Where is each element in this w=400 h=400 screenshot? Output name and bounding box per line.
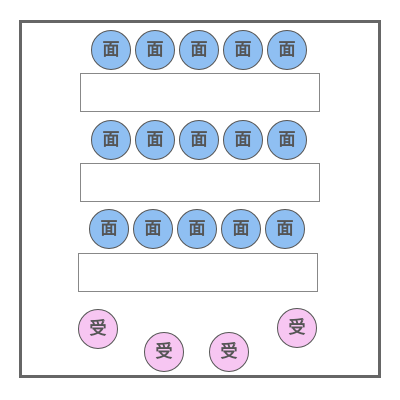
interviewer-seat: 面 bbox=[135, 30, 175, 70]
interviewer-seat: 面 bbox=[221, 209, 261, 249]
table bbox=[80, 163, 320, 202]
interviewer-seat: 面 bbox=[133, 209, 173, 249]
interviewer-seat: 面 bbox=[179, 30, 219, 70]
interviewer-seat: 面 bbox=[179, 120, 219, 160]
interviewer-seat: 面 bbox=[223, 30, 263, 70]
candidate-seat: 受 bbox=[78, 309, 118, 349]
interviewer-seat: 面 bbox=[91, 30, 131, 70]
interviewer-seat: 面 bbox=[135, 120, 175, 160]
candidate-seat: 受 bbox=[209, 332, 249, 372]
interviewer-seat: 面 bbox=[267, 30, 307, 70]
interviewer-seat: 面 bbox=[89, 209, 129, 249]
table bbox=[80, 73, 320, 112]
interviewer-seat: 面 bbox=[91, 120, 131, 160]
interviewer-seat: 面 bbox=[223, 120, 263, 160]
interviewer-seat: 面 bbox=[177, 209, 217, 249]
interviewer-seat: 面 bbox=[265, 209, 305, 249]
interviewer-seat: 面 bbox=[267, 120, 307, 160]
candidate-seat: 受 bbox=[277, 308, 317, 348]
candidate-seat: 受 bbox=[144, 332, 184, 372]
table bbox=[78, 253, 318, 292]
